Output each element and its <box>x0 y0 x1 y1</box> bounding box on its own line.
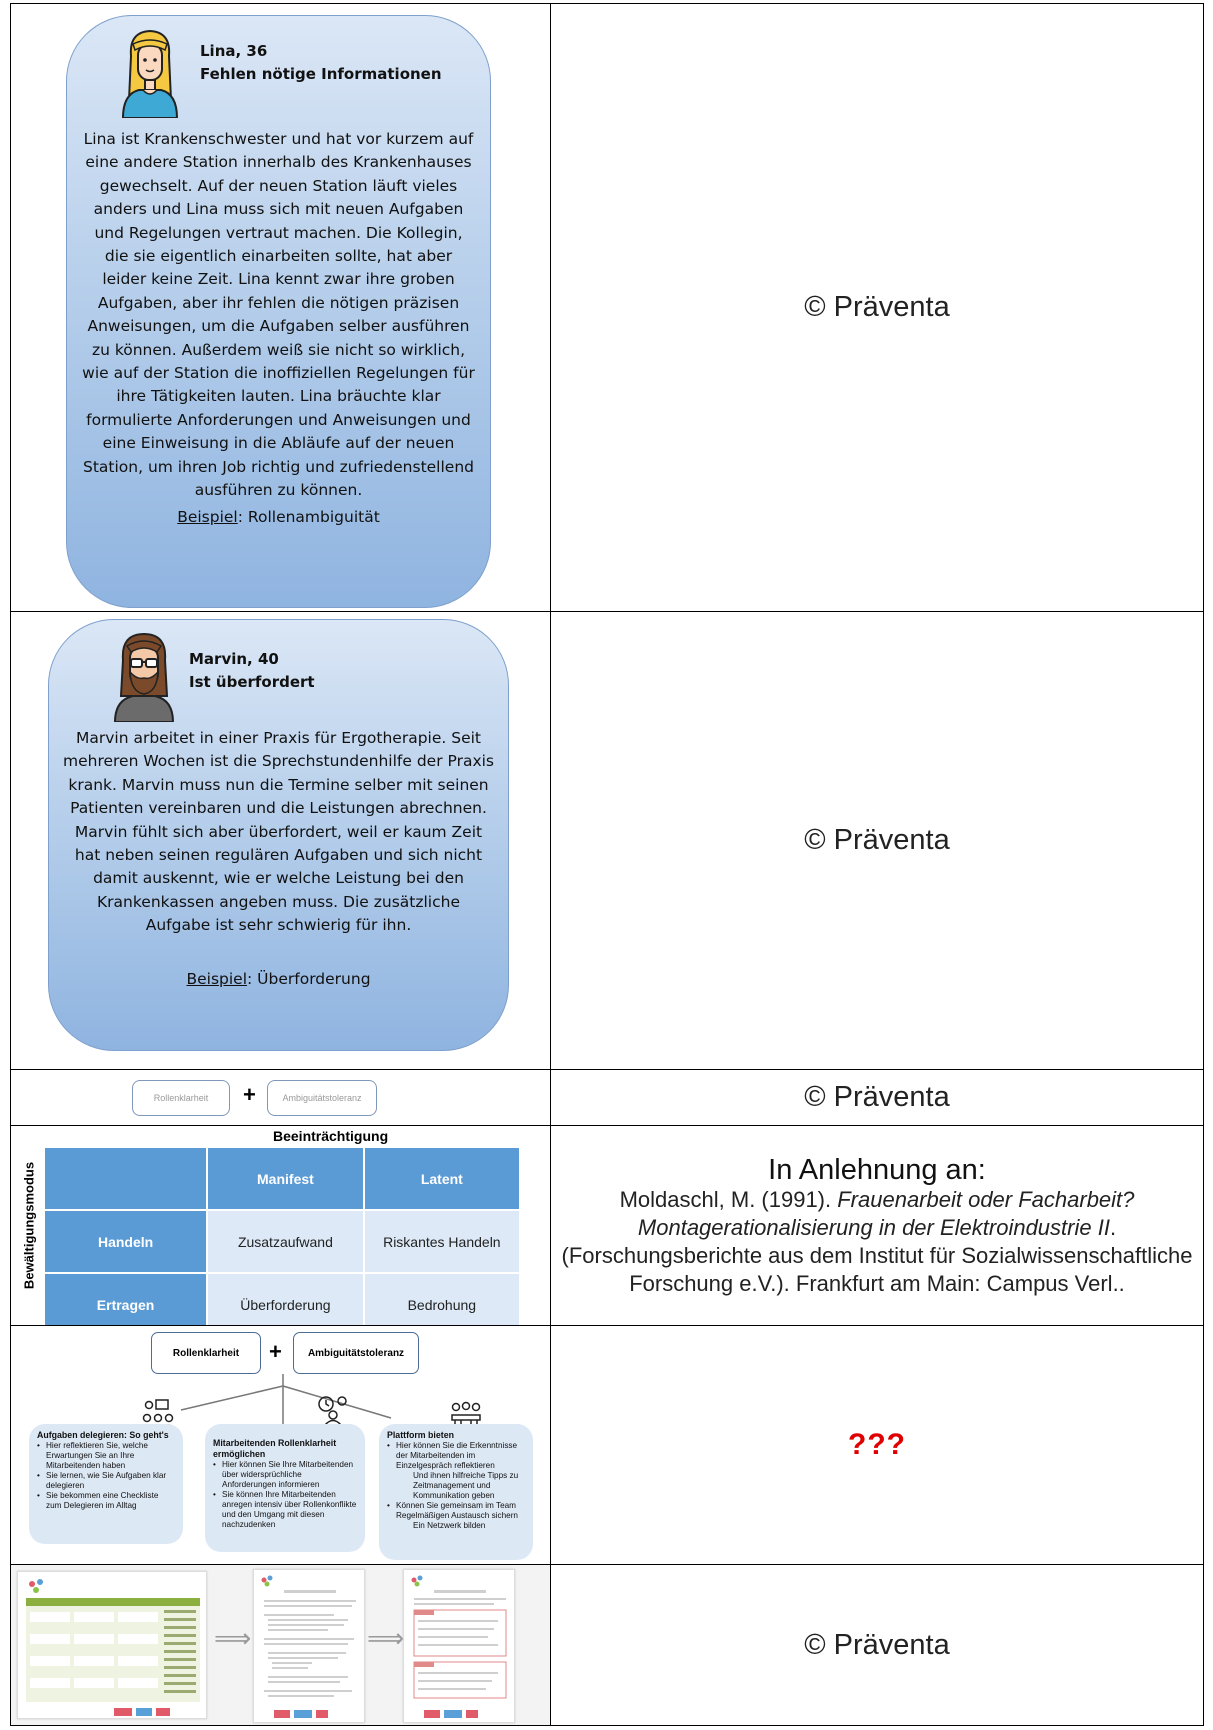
matrix-cell: Überforderung <box>206 1272 365 1325</box>
card-title: Mitarbeitenden Rollenklarheit ermögliche… <box>213 1438 337 1459</box>
reference-cell: In Anlehnung an: Moldaschl, M. (1991). F… <box>550 1125 1204 1326</box>
ambiguity-tolerance-box: Ambiguitätstoleranz <box>293 1332 419 1374</box>
card-role-clarity: Mitarbeitenden Rollenklarheit ermögliche… <box>205 1424 365 1552</box>
credit-cell: © Präventa <box>550 611 1204 1070</box>
persona-card-marvin: Marvin, 40 Ist überfordert Marvin arbeit… <box>48 619 509 1051</box>
list-item: Und ihnen hilfreiche Tipps zu Zeitmanage… <box>413 1471 519 1500</box>
persona-name-age: Marvin, 40 <box>189 650 279 668</box>
matrix-row-header: Handeln <box>42 1209 209 1274</box>
list-item: Sie bekommen eine Checkliste zum Delegie… <box>37 1491 175 1511</box>
example-label: Beispiel <box>177 508 238 526</box>
unknown-cell: ??? <box>550 1325 1204 1565</box>
arrow-right-icon: ⟹ <box>214 1623 252 1653</box>
persona-example: Beispiel: Überforderung <box>49 970 508 988</box>
list-item: Sie können Ihre Mitarbeitenden anregen i… <box>213 1490 357 1530</box>
persona-heading: Lina, 36 Fehlen nötige Informationen <box>200 40 442 86</box>
plus-sign: + <box>243 1082 256 1107</box>
citation-publisher: . (Forschungsberichte aus dem Institut f… <box>561 1214 1193 1296</box>
matrix-cell: Bedrohung <box>362 1272 522 1325</box>
list-item: Hier können Sie Ihre Mitarbeitenden über… <box>213 1460 357 1490</box>
copyright-text: © Präventa <box>804 1628 950 1661</box>
ambiguity-tolerance-box: Ambiguitätstoleranz <box>267 1080 377 1116</box>
card-delegate-tasks: Aufgaben delegieren: So geht's Hier refl… <box>29 1424 183 1544</box>
example-value: : Rollenambiguität <box>237 508 380 526</box>
document-table: Lina, 36 Fehlen nötige Informationen Lin… <box>10 3 1204 1726</box>
role-clarity-box: Rollenklarheit <box>132 1080 230 1116</box>
table-row: Marvin, 40 Ist überfordert Marvin arbeit… <box>10 611 1204 1070</box>
matrix-col-header: Latent <box>362 1146 522 1211</box>
matrix-top-label: Beeinträchtigung <box>273 1128 389 1144</box>
list-item: Ein Netzwerk bilden <box>413 1521 486 1530</box>
copyright-text: © Präventa <box>804 824 950 856</box>
persona-description: Lina ist Krankenschwester und hat vor ku… <box>82 130 475 500</box>
connector-lines <box>180 1374 392 1426</box>
clock-gear-person-icon <box>318 1396 347 1426</box>
persona-description: Marvin arbeitet in einer Praxis für Ergo… <box>63 729 494 935</box>
man-avatar-icon <box>113 632 175 722</box>
diagram-cell: Rollenklarheit + Ambiguitätstoleranz <box>10 1325 551 1565</box>
arrow-right-icon: ⟹ <box>367 1623 405 1653</box>
card-platform: Plattform bieten Hier können Sie die Erk… <box>379 1424 533 1560</box>
table-row: Rollenklarheit + Ambiguitätstoleranz © P… <box>10 1069 1204 1126</box>
list-item: Können Sie gemeinsam im Team Regelmäßige… <box>387 1501 525 1521</box>
persona-cell-marvin: Marvin, 40 Ist überfordert Marvin arbeit… <box>10 611 551 1070</box>
table-row: Rollenklarheit + Ambiguitätstoleranz <box>10 1325 1204 1565</box>
worksheet-preview-cell: ⟹ ⟹ <box>10 1564 551 1726</box>
role-clarity-box: Rollenklarheit <box>151 1332 261 1374</box>
question-marks: ??? <box>848 1428 906 1461</box>
persona-heading: Marvin, 40 Ist überfordert <box>189 648 315 694</box>
list-item: Hier reflektieren Sie, welche Erwartunge… <box>37 1441 175 1471</box>
list-item: Sie lernen, wie Sie Aufgaben klar delegi… <box>37 1471 175 1491</box>
worksheet-table-graphic <box>26 1579 200 1716</box>
concept-cell: Rollenklarheit + Ambiguitätstoleranz <box>10 1069 551 1126</box>
matrix-cell: Riskantes Handeln <box>362 1209 522 1274</box>
worksheet-thumbnail-checklist <box>403 1569 515 1723</box>
reference-citation: Moldaschl, M. (1991). Frauenarbeit oder … <box>551 1186 1203 1298</box>
woman-avatar-icon <box>121 29 179 118</box>
persona-example: Beispiel: Rollenambiguität <box>67 508 490 526</box>
impairment-matrix: Manifest Latent Handeln Zusatzaufwand Ri… <box>42 1146 522 1325</box>
matrix-row-header: Ertragen <box>42 1272 209 1325</box>
table-row: Lina, 36 Fehlen nötige Informationen Lin… <box>10 3 1204 612</box>
table-row: ⟹ ⟹ <box>10 1564 1204 1726</box>
persona-cell-lina: Lina, 36 Fehlen nötige Informationen Lin… <box>10 3 551 612</box>
citation-author: Moldaschl, M. (1991). <box>619 1186 838 1212</box>
copyright-text: © Präventa <box>804 1081 950 1113</box>
persona-problem: Ist überfordert <box>189 673 315 691</box>
credit-cell: © Präventa <box>550 1564 1204 1726</box>
example-value: : Überforderung <box>247 970 371 988</box>
matrix-cell: Beeinträchtigung Bewältigungsmodus Manif… <box>10 1125 551 1326</box>
worksheet-checklist-graphic <box>411 1575 507 1718</box>
reference-heading: In Anlehnung an: <box>768 1153 986 1186</box>
matrix-cell: Zusatzaufwand <box>206 1209 365 1274</box>
copyright-text: © Präventa <box>804 291 950 323</box>
persona-card-lina: Lina, 36 Fehlen nötige Informationen Lin… <box>66 15 491 608</box>
persona-name-age: Lina, 36 <box>200 42 268 60</box>
matrix-side-label: Bewältigungsmodus <box>21 1161 37 1290</box>
table-row: Beeinträchtigung Bewältigungsmodus Manif… <box>10 1125 1204 1326</box>
persona-problem: Fehlen nötige Informationen <box>200 65 442 83</box>
card-title: Plattform bieten <box>387 1430 454 1440</box>
credit-cell: © Präventa <box>550 3 1204 612</box>
credit-cell: © Präventa <box>550 1069 1204 1126</box>
worksheet-text-graphic <box>261 1575 356 1718</box>
example-label: Beispiel <box>186 970 248 988</box>
card-title: Aufgaben delegieren: So geht's <box>37 1430 169 1440</box>
plus-sign: + <box>269 1339 282 1364</box>
worksheet-thumbnail-table <box>17 1571 207 1719</box>
worksheet-thumbnail-text <box>253 1569 365 1723</box>
list-item: Hier können Sie die Erkenntnisse der Mit… <box>387 1441 525 1471</box>
matrix-col-header: Manifest <box>206 1146 365 1211</box>
citation-title: Frauenarbeit oder Facharbeit? Montagerat… <box>637 1186 1135 1240</box>
